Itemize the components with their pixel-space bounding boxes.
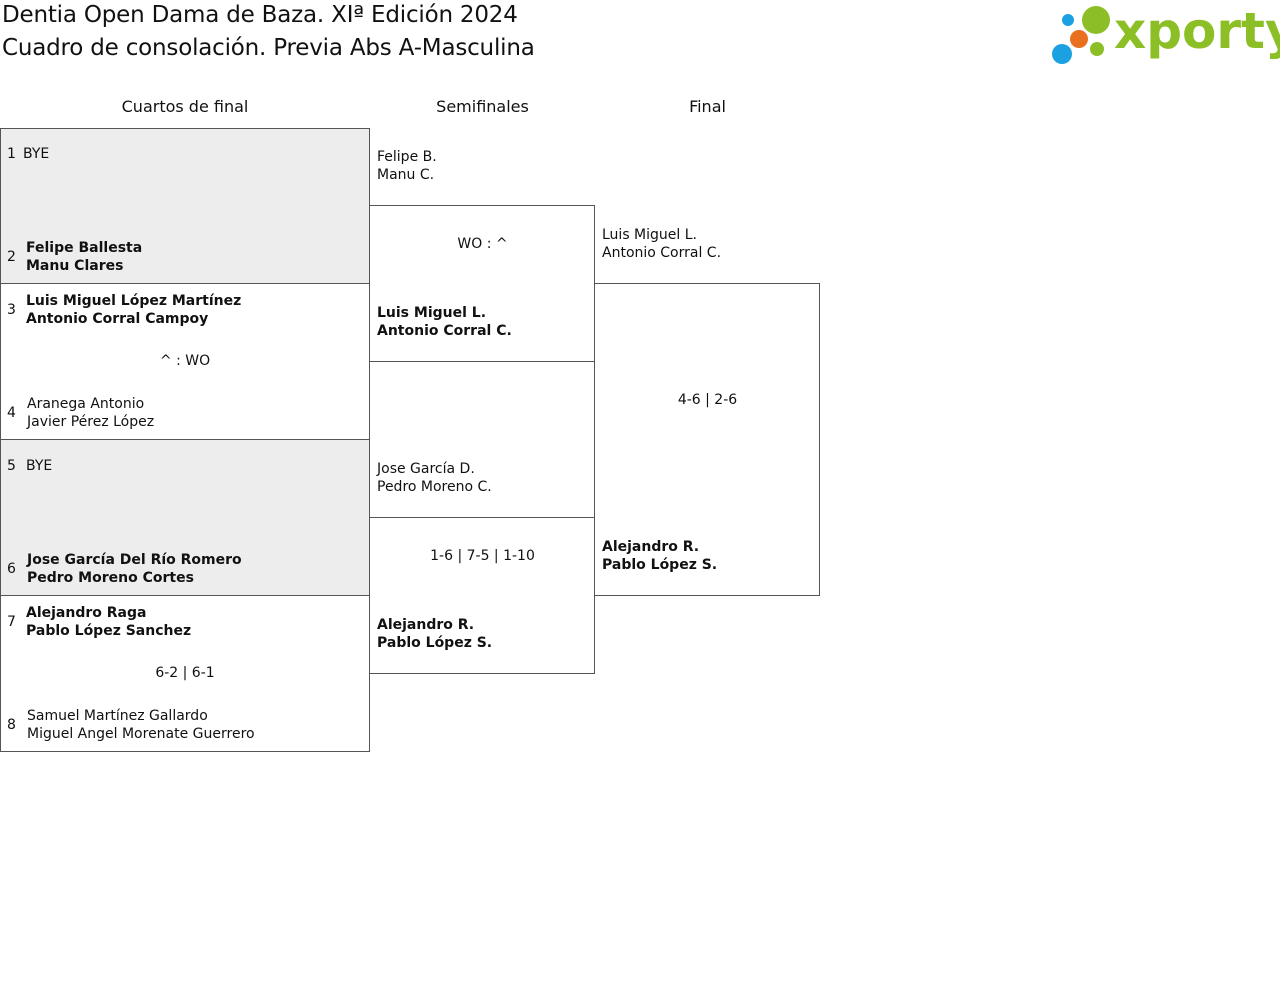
match-score: 1-6 | 7-5 | 1-10 [430,548,535,564]
player-name: Samuel Martínez Gallardo [27,708,208,724]
player-name: Miguel Angel Morenate Guerrero [27,726,255,742]
match-score: 6-2 | 6-1 [155,665,215,681]
xporty-logo[interactable]: xporty [1050,2,1280,68]
seed-number: 6 [7,561,16,577]
player-name: Antonio Corral C. [377,323,512,339]
seed-number: 5 [7,458,16,474]
seed-number: 8 [7,717,16,733]
match-score: ^ : WO [159,353,211,369]
player-name: Manu C. [377,167,435,183]
player-name: Antonio Corral C. [602,245,722,261]
logo-dot-green [1082,6,1110,34]
seed-number: 2 [7,249,16,265]
player-name: Jose García D. [377,461,475,477]
player-name: BYE [23,146,50,162]
player-name: BYE [26,458,53,474]
seed-number: 7 [7,614,16,630]
seed-number: 1 [7,146,16,162]
player-name: Alejandro R. [602,539,700,555]
player-name: Pedro Moreno Cortes [27,570,194,586]
logo-dot-blue-large [1052,44,1072,64]
player-name: Antonio Corral Campoy [26,311,209,327]
page-subtitle: Cuadro de consolación. Previa Abs A-Masc… [2,35,535,61]
player-name: Alejandro R. [377,617,475,633]
logo-dot-green-small [1090,42,1104,56]
player-name: Luis Miguel López Martínez [26,293,242,309]
player-name: Luis Miguel L. [602,227,697,243]
player-name: Javier Pérez López [27,414,155,430]
player-name: Alejandro Raga [26,605,147,621]
player-name: Pablo López S. [602,557,718,573]
final-match [594,283,820,596]
logo-dot-orange [1070,30,1088,48]
round-title-quarterfinals: Cuartos de final [121,97,249,116]
round-title-final: Final [689,97,726,116]
seed-number: 3 [7,302,16,318]
logo-dot-blue [1062,14,1074,26]
player-name: Aranega Antonio [27,396,145,412]
seed-number: 4 [7,405,16,421]
player-name: Pablo López Sanchez [26,623,192,639]
quarterfinal-match-3 [0,439,370,596]
player-name: Pablo López S. [377,635,493,651]
player-name: Felipe Ballesta [26,240,143,256]
match-score: WO : ^ [457,236,508,252]
player-name: Luis Miguel L. [377,305,487,321]
quarterfinal-match-1 [0,128,370,284]
player-name: Jose García Del Río Romero [27,552,242,568]
player-name: Pedro Moreno C. [377,479,492,495]
logo-wordmark: xporty [1114,2,1280,60]
page-title: Dentia Open Dama de Baza. XIª Edición 20… [2,2,518,28]
match-score: 4-6 | 2-6 [677,392,738,408]
player-name: Manu Clares [26,258,124,274]
round-title-semifinals: Semifinales [436,97,529,116]
player-name: Felipe B. [377,149,437,165]
